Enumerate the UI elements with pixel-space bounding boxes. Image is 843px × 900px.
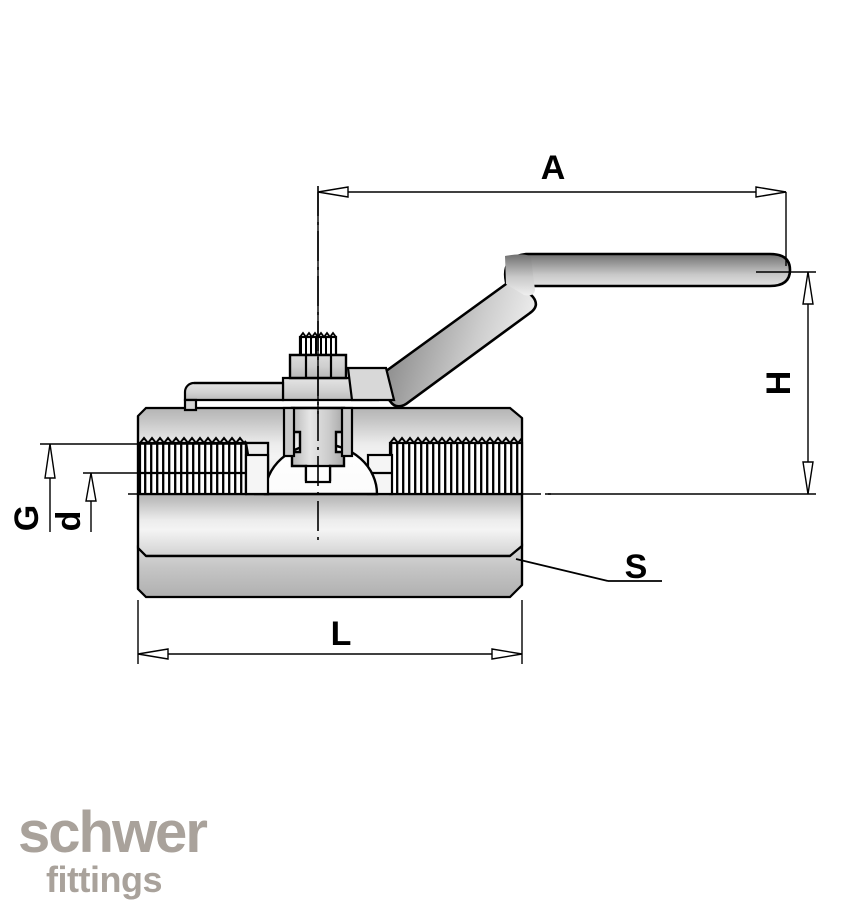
stop-tab <box>183 381 285 402</box>
logo-primary-text: schwer <box>18 800 207 865</box>
dim-d-label: d <box>50 511 88 532</box>
right-thread-hatch <box>390 443 522 494</box>
dimension-G: G <box>8 443 245 532</box>
dim-H-arrow-bottom <box>802 461 814 495</box>
dim-H-arrow-top <box>802 271 814 305</box>
dim-A-arrow-right <box>755 186 787 198</box>
dim-H-label: H <box>760 371 798 396</box>
logo-secondary-text: fittings <box>46 859 162 900</box>
dim-G-arrow <box>44 443 56 479</box>
brand-logo: schwer fittings <box>18 800 209 900</box>
callout-S-label: S <box>625 548 648 586</box>
dimension-H: H <box>545 271 816 495</box>
dim-A-arrow-left <box>317 186 349 198</box>
dim-L-arrow-right <box>491 648 523 660</box>
valve-body-middle <box>136 492 524 558</box>
dim-d-arrow <box>85 472 97 502</box>
left-thread-hatch-upper <box>140 443 246 494</box>
callout-S-leader <box>515 558 609 582</box>
stem-shoulder-right <box>340 406 354 458</box>
dim-G-label: G <box>8 505 46 531</box>
stem-assembly <box>282 406 354 484</box>
stop-tab-riser <box>183 398 198 412</box>
right-thread-crest <box>389 436 523 445</box>
callout-S: S <box>515 548 662 586</box>
dimension-d: d <box>50 472 245 532</box>
dim-L-arrow-left <box>137 648 169 660</box>
handle-lever <box>346 252 792 408</box>
handle-bend-fill <box>505 254 535 296</box>
dim-L-label: L <box>331 615 352 653</box>
dimension-L: L <box>137 600 523 664</box>
left-thread-crest <box>139 436 247 445</box>
dimension-A: A <box>317 149 787 414</box>
left-seat <box>244 453 270 496</box>
handle-hub <box>346 366 396 402</box>
right-thread <box>366 436 524 496</box>
dim-A-label: A <box>541 149 566 187</box>
stem-shoulder-left <box>282 406 296 458</box>
handle-upper-arm <box>503 252 792 294</box>
